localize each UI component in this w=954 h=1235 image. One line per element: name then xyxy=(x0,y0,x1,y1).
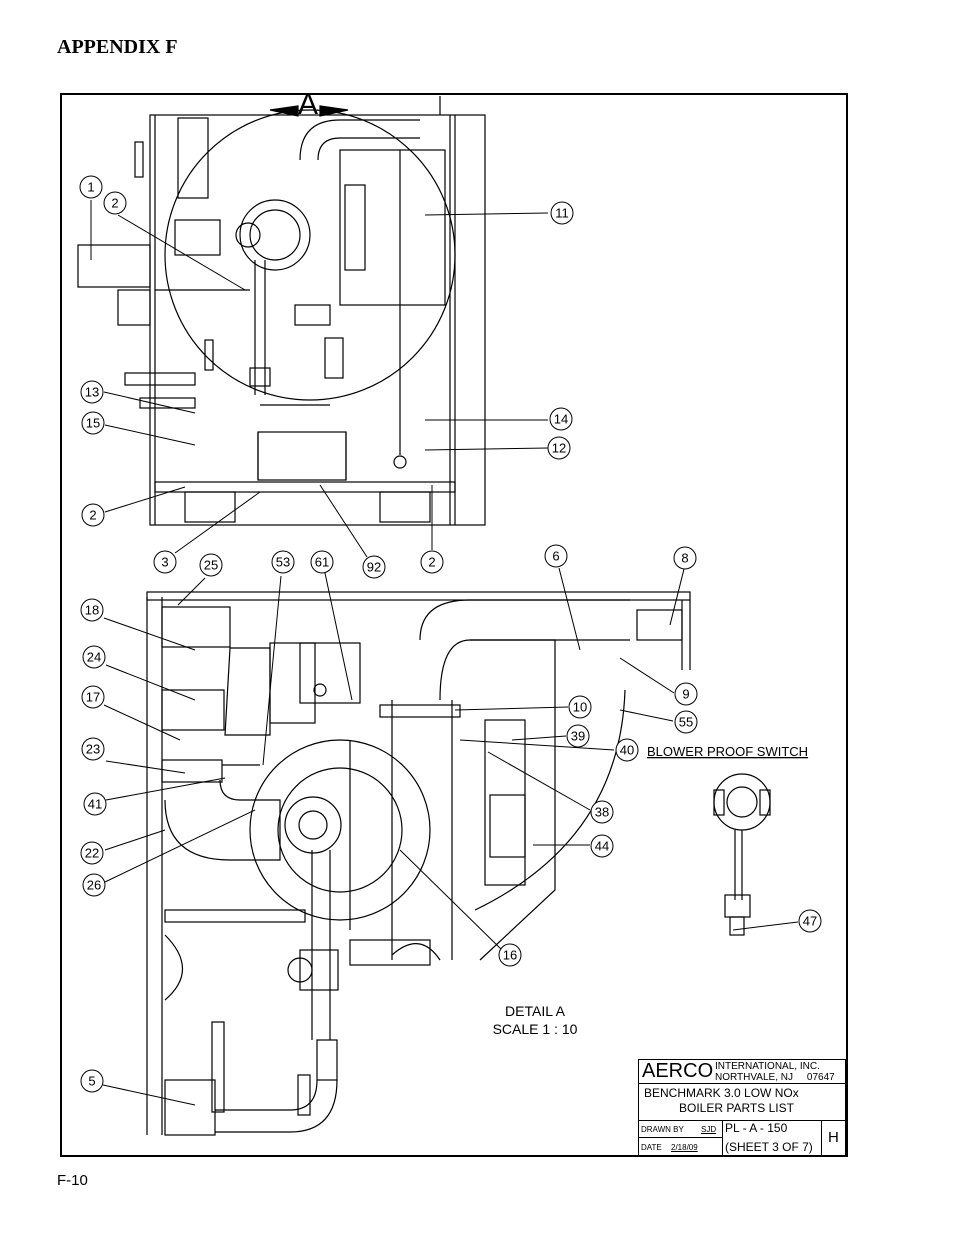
callout-circle xyxy=(566,724,590,748)
callout-number: 5 xyxy=(88,1074,95,1089)
title-block-product-row: BENCHMARK 3.0 LOW NOx BOILER PARTS LIST xyxy=(639,1084,845,1121)
callout-circle xyxy=(80,598,104,622)
callout-circle xyxy=(498,943,522,967)
callout-circle xyxy=(547,436,571,460)
company-zip: 07647 xyxy=(806,1072,835,1083)
product-name: BENCHMARK 3.0 LOW NOx xyxy=(644,1086,799,1100)
callout-number: 18 xyxy=(85,603,99,618)
title-block: AERCO INTERNATIONAL, INC. NORTHVALE, NJ … xyxy=(638,1059,846,1156)
callout-circle xyxy=(615,738,639,762)
callout-circle xyxy=(310,550,334,574)
callout-circle xyxy=(153,550,177,574)
callout-number: 47 xyxy=(803,914,817,929)
drawn-by-value: SJD xyxy=(701,1125,717,1134)
callout-number: 53 xyxy=(276,555,290,570)
callout-number: 12 xyxy=(552,441,566,456)
callout-number: 22 xyxy=(85,846,99,861)
callout-number: 92 xyxy=(367,560,381,575)
callout-circle xyxy=(673,546,697,570)
callout-circle xyxy=(81,685,105,709)
callout-circle xyxy=(544,544,568,568)
callout-circle xyxy=(674,710,698,734)
callout-number: 44 xyxy=(595,839,609,854)
callout-circle xyxy=(798,909,822,933)
callout-number: 17 xyxy=(86,690,100,705)
detail-scale: SCALE 1 : 10 xyxy=(493,1021,578,1037)
callout-number: 9 xyxy=(682,687,689,702)
callout-number: 8 xyxy=(681,551,688,566)
callout-circle xyxy=(590,800,614,824)
detail-a-drawing xyxy=(146,591,771,1136)
callout-circle xyxy=(80,380,104,404)
leader-lines xyxy=(90,200,799,1106)
drawn-by-label: DRAWN BY xyxy=(641,1125,684,1134)
callout-circle xyxy=(80,841,104,865)
callout-circle xyxy=(420,550,444,574)
list-name: BOILER PARTS LIST xyxy=(679,1101,794,1115)
callout-number: 16 xyxy=(503,948,517,963)
callout-number: 61 xyxy=(315,555,329,570)
callout-circle xyxy=(82,873,106,897)
drawing-number: PL - A - 150 xyxy=(725,1121,788,1135)
callout-number: 40 xyxy=(620,743,634,758)
company-line2: NORTHVALE, NJ xyxy=(715,1072,793,1083)
callout-number: 14 xyxy=(554,412,568,427)
callout-number: 41 xyxy=(88,797,102,812)
callout-number: 2 xyxy=(89,508,96,523)
callout-circle xyxy=(590,834,614,858)
date-label: DATE xyxy=(641,1143,662,1152)
title-block-company-row: AERCO INTERNATIONAL, INC. NORTHVALE, NJ … xyxy=(639,1060,845,1084)
callout-circle xyxy=(81,503,105,527)
callout-number: 24 xyxy=(87,650,101,665)
callout-group xyxy=(79,175,822,1093)
callout-circle xyxy=(82,645,106,669)
callout-number: 2 xyxy=(111,196,118,211)
callout-number: 38 xyxy=(595,805,609,820)
callout-number: 26 xyxy=(87,878,101,893)
callout-number: 15 xyxy=(86,416,100,431)
callout-number: 23 xyxy=(86,742,100,757)
callout-circle xyxy=(199,553,223,577)
callout-number: 11 xyxy=(555,206,569,221)
date-value: 2/18/09 xyxy=(671,1143,698,1152)
drawing-frame xyxy=(60,93,848,1157)
callout-circle xyxy=(83,792,107,816)
appendix-title: APPENDIX F xyxy=(57,36,178,58)
callout-number: 25 xyxy=(204,558,218,573)
callout-circle xyxy=(80,1069,104,1093)
callout-circle xyxy=(271,550,295,574)
title-block-info: DRAWN BY SJD DATE 2/18/09 PL - A - 150 (… xyxy=(639,1121,821,1155)
callout-circle xyxy=(81,411,105,435)
page-number: F-10 xyxy=(57,1172,88,1189)
callout-circle xyxy=(568,695,592,719)
company-logo: AERCO xyxy=(642,1060,714,1082)
sheet-number: (SHEET 3 OF 7) xyxy=(725,1140,813,1154)
section-view-label: A xyxy=(298,88,318,121)
callout-circle xyxy=(674,682,698,706)
callout-number: 13 xyxy=(85,385,99,400)
detail-title: DETAIL A xyxy=(505,1003,566,1019)
callout-circle xyxy=(550,201,574,225)
top-view-drawing xyxy=(77,96,486,526)
callout-circle xyxy=(549,407,573,431)
callout-number: 2 xyxy=(428,555,435,570)
callout-number: 3 xyxy=(161,555,168,570)
callout-circle xyxy=(362,555,386,579)
callout-number: 10 xyxy=(573,700,587,715)
callout-number: 55 xyxy=(679,715,693,730)
callout-circle xyxy=(81,737,105,761)
callout-circle xyxy=(103,191,127,215)
callout-number: 1 xyxy=(87,180,94,195)
callout-number: 6 xyxy=(552,549,559,564)
revision-letter: H xyxy=(828,1129,839,1146)
callout-circle xyxy=(79,175,103,199)
callout-number: 39 xyxy=(571,729,585,744)
revision-cell: H xyxy=(821,1121,846,1155)
company-address: INTERNATIONAL, INC. NORTHVALE, NJ 07647 xyxy=(715,1061,835,1083)
blower-proof-switch-label: BLOWER PROOF SWITCH xyxy=(647,744,808,759)
company-line1: INTERNATIONAL, INC. xyxy=(715,1061,820,1072)
